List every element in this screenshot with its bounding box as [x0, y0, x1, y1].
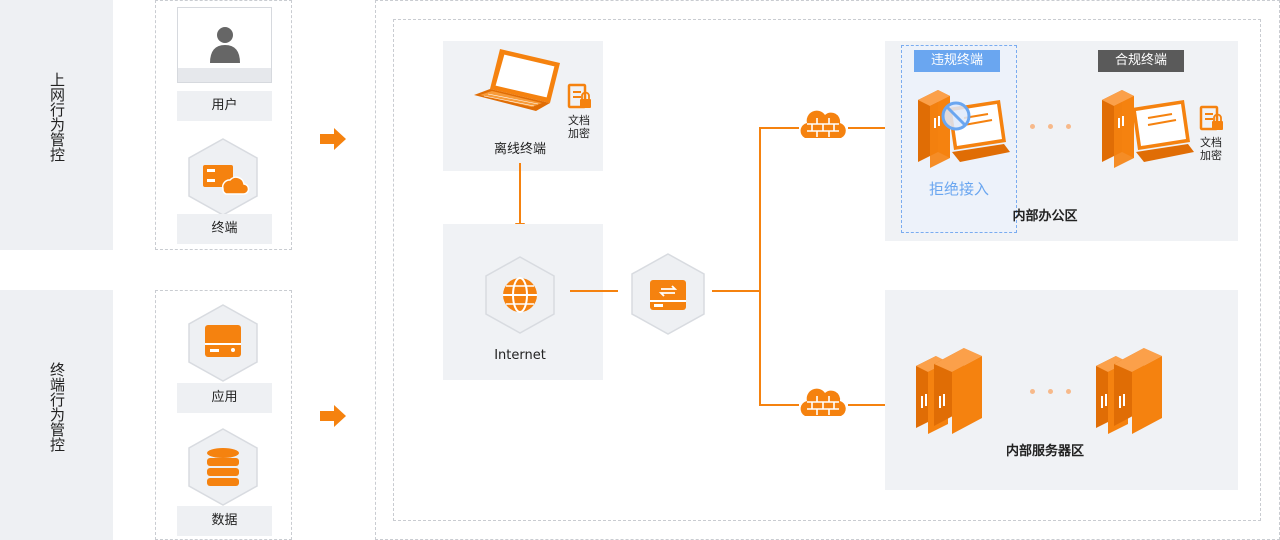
compliant-tag: 合规终端 [1098, 50, 1184, 72]
doc-encrypt-label-2: 加密 [568, 127, 590, 140]
violation-terminal-icon [918, 90, 1010, 168]
main-inner-box [393, 19, 1261, 521]
terminal-hex-icon [188, 138, 258, 216]
link-line [759, 127, 799, 129]
link-line [712, 290, 760, 292]
dot [1030, 124, 1035, 129]
internet-label: Internet [494, 348, 546, 363]
dot [1066, 389, 1071, 394]
category-panel-terminal [0, 290, 113, 540]
link-line [570, 290, 618, 292]
user-icon [210, 27, 240, 63]
ellipsis-dots [1030, 389, 1080, 395]
dot [1048, 124, 1053, 129]
office-area-label: 内部办公区 [1012, 209, 1078, 224]
reject-access-label: 拒绝接入 [928, 180, 989, 198]
dot [1066, 124, 1071, 129]
category-label-web: 上网行为管控 [48, 72, 66, 162]
ellipsis-dots [1030, 124, 1080, 130]
violation-tag: 违规终端 [914, 50, 1000, 72]
compliant-terminal-icon [1102, 90, 1194, 168]
doc-lock-icon [1199, 105, 1223, 131]
globe-hex-icon [485, 256, 555, 334]
arrow-right-icon [320, 128, 346, 150]
app-label: 应用 [177, 383, 272, 413]
arrow-right-icon [320, 405, 346, 427]
trunk-line [759, 127, 761, 406]
app-hex-icon [188, 304, 258, 382]
user-label: 用户 [177, 91, 272, 121]
server-area-label: 内部服务器区 [1005, 444, 1084, 459]
firewall-cloud-icon [800, 388, 846, 416]
user-card-footer [178, 68, 271, 82]
dot [1048, 389, 1053, 394]
doc-encrypt-label-2: 加密 [1200, 149, 1222, 162]
server-icon [1096, 348, 1162, 434]
terminal-label: 终端 [177, 214, 272, 244]
firewall-cloud-icon [800, 110, 846, 138]
dot [1030, 389, 1035, 394]
data-hex-icon [188, 428, 258, 506]
server-icon [916, 348, 982, 434]
doc-encrypt-label-1: 文档 [568, 114, 590, 127]
user-card [177, 7, 272, 83]
web-items-box [155, 0, 292, 250]
category-label-terminal: 终端行为管控 [48, 362, 66, 452]
category-panel-web [0, 0, 113, 250]
link-line [759, 404, 799, 406]
data-label: 数据 [177, 506, 272, 536]
doc-lock-icon [567, 83, 591, 109]
doc-encrypt-label-1: 文档 [1200, 136, 1222, 149]
offline-terminal-label: 离线终端 [493, 142, 546, 157]
switch-hex-icon [631, 253, 705, 335]
laptop-icon [474, 49, 560, 111]
